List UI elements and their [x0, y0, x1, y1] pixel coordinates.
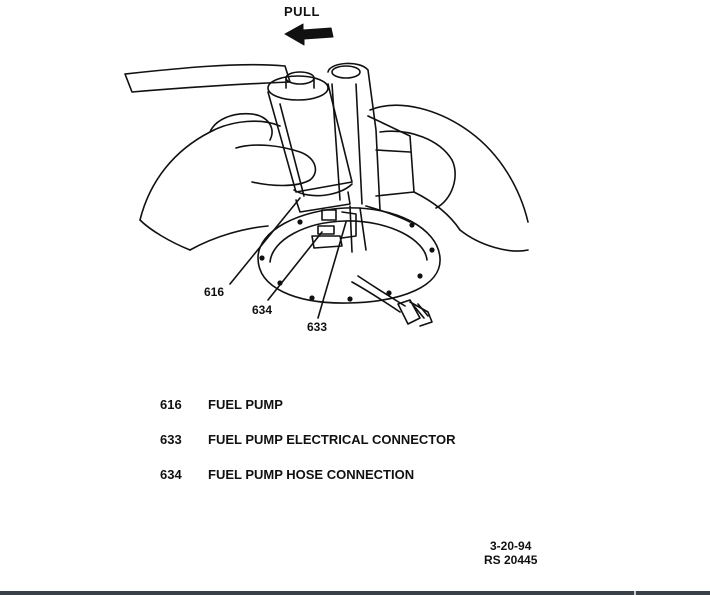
fuel-pump-body — [267, 71, 353, 213]
sender-flange — [257, 207, 441, 304]
bottom-scrollbar-track — [0, 591, 710, 595]
callout-616: 616 — [204, 285, 224, 299]
fuel-line-fitting — [351, 275, 433, 327]
leader-lines — [229, 197, 347, 319]
legend-row: 634 FUEL PUMP HOSE CONNECTION — [160, 466, 620, 483]
reference-block: 3-20-94 RS 20445 — [484, 539, 537, 567]
callout-634: 634 — [252, 303, 272, 317]
fuel-pump-illustration: PULL 616 634 633 — [124, 4, 529, 334]
parts-legend: 616 FUEL PUMP 633 FUEL PUMP ELECTRICAL C… — [160, 396, 620, 501]
electrical-connector — [311, 209, 357, 249]
pull-arrow-icon — [284, 23, 334, 46]
pull-label: PULL — [284, 4, 320, 19]
legend-description: FUEL PUMP ELECTRICAL CONNECTOR — [208, 432, 456, 447]
legend-number: 633 — [160, 432, 182, 447]
legend-number: 616 — [160, 397, 182, 412]
legend-description: FUEL PUMP — [208, 397, 283, 412]
bottom-divider — [634, 591, 636, 595]
reference-code: RS 20445 — [484, 553, 538, 567]
callout-633: 633 — [307, 320, 327, 334]
legend-number: 634 — [160, 467, 182, 482]
legend-description: FUEL PUMP HOSE CONNECTION — [208, 467, 415, 482]
reference-date: 3-20-94 — [490, 539, 532, 553]
legend-row: 616 FUEL PUMP — [160, 396, 620, 413]
legend-row: 633 FUEL PUMP ELECTRICAL CONNECTOR — [160, 431, 620, 448]
pump-bracket — [327, 62, 415, 253]
right-hand — [365, 104, 529, 252]
